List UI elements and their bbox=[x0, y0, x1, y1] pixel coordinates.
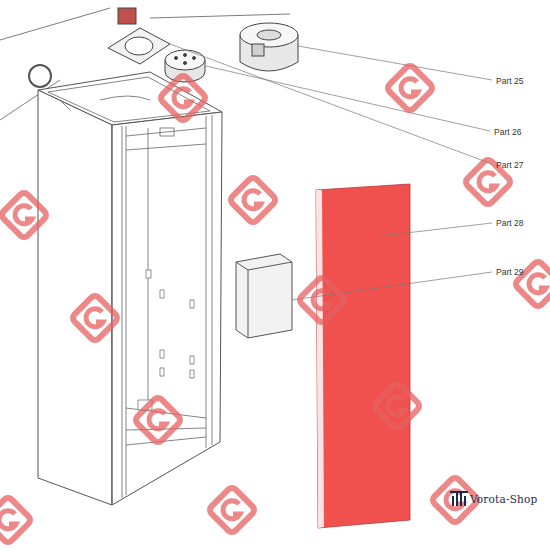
part-label: Part 26 bbox=[494, 128, 521, 137]
part-label: Part 28 bbox=[496, 219, 523, 228]
part-label: Part 27 bbox=[496, 161, 523, 170]
part-label: Part 29 bbox=[496, 268, 523, 277]
part-label: Part 25 bbox=[496, 77, 523, 86]
watermark-text: Vorota-Shop bbox=[470, 494, 538, 505]
